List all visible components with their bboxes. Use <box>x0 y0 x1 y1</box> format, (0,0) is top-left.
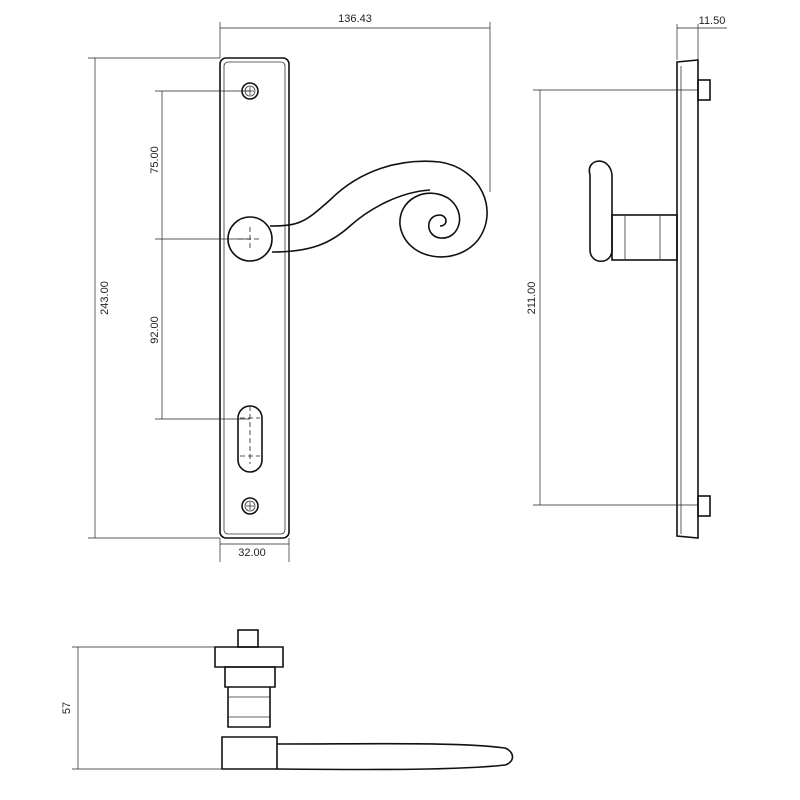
backplate <box>219 57 290 539</box>
dim-spindle-to-keyhole: 92.00 <box>149 316 161 344</box>
rose-profile <box>214 646 284 668</box>
euro-cylinder-keyhole <box>237 405 263 473</box>
side-backplate <box>676 59 699 539</box>
monkey-tail-lever <box>269 160 488 258</box>
lever-arm-profile <box>276 742 514 771</box>
dim-overall-projection: 136.43 <box>338 13 372 25</box>
dim-plate-width: 32.00 <box>238 547 266 559</box>
bottom-screw-icon <box>241 497 259 515</box>
front-view: 136.43 243.00 75.00 92.00 32.00 <box>88 13 491 562</box>
side-view: 211.00 11.50 <box>526 15 727 539</box>
side-lever <box>588 160 613 263</box>
dim-fixing-centres: 211.00 <box>526 282 538 315</box>
dim-plate-thickness: 11.50 <box>699 15 726 27</box>
dim-top-to-spindle: 75.00 <box>149 146 161 174</box>
dim-plate-height: 243.00 <box>99 281 111 315</box>
bottom-view: 57 <box>61 629 514 771</box>
dim-lever-height: 57 <box>61 702 73 714</box>
lever-boss <box>221 736 278 770</box>
